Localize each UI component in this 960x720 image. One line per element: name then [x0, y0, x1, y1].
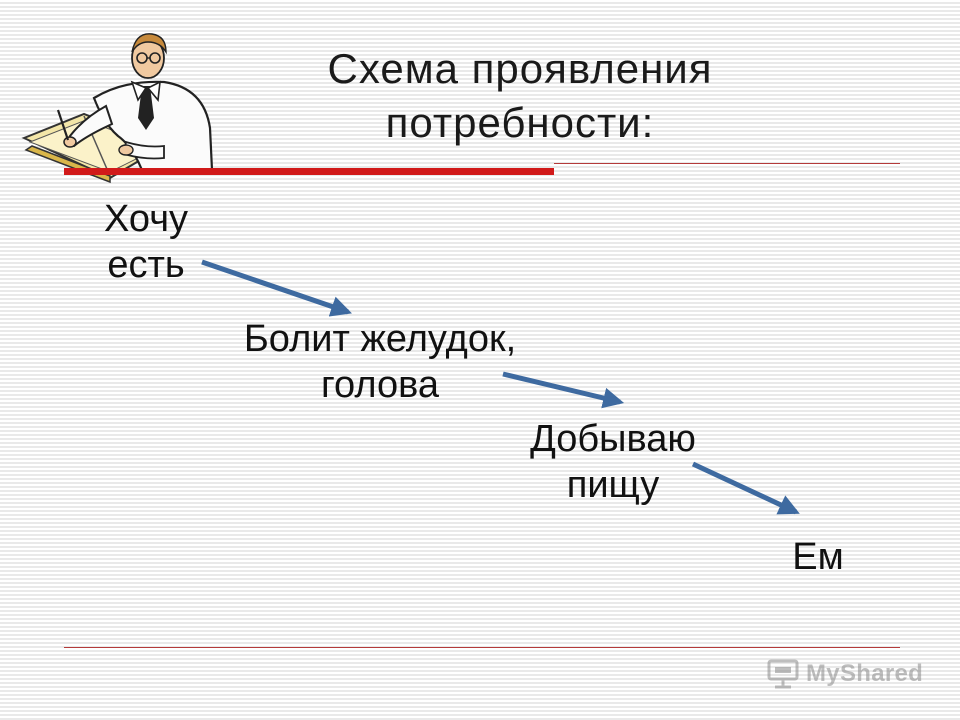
- slide-title-line-1: Схема проявления: [327, 45, 713, 92]
- step-2-line-2: голова: [321, 364, 439, 406]
- watermark-text: MyShared: [806, 660, 924, 687]
- step-eat: Ем: [780, 534, 856, 580]
- footer-rule: [64, 647, 900, 648]
- arrow-step-3-to-4: [691, 461, 800, 515]
- arrow-step-2-to-3: [502, 371, 625, 409]
- step-3-line-1: Добываю: [530, 418, 696, 460]
- step-want-to-eat: Хочу есть: [86, 196, 206, 288]
- slide-title-line-2: потребности:: [385, 99, 655, 146]
- watermark: MyShared: [766, 656, 923, 692]
- slide-title: Схема проявления потребности:: [250, 42, 790, 150]
- step-get-food: Добываю пищу: [508, 416, 718, 508]
- title-underline-accent: [64, 168, 554, 175]
- scholar-writing-icon: [21, 33, 214, 184]
- title-underline-thin: [554, 163, 900, 164]
- step-3-line-2: пищу: [566, 464, 660, 506]
- arrow-step-1-to-2: [201, 259, 352, 317]
- step-1-line-2: есть: [107, 244, 185, 286]
- step-4-line-1: Ем: [792, 536, 844, 578]
- presentation-screen-icon: [767, 659, 799, 689]
- step-stomach-hurts: Болит желудок, голова: [218, 316, 542, 408]
- step-2-line-1: Болит желудок,: [243, 318, 517, 360]
- step-1-line-1: Хочу: [103, 198, 188, 240]
